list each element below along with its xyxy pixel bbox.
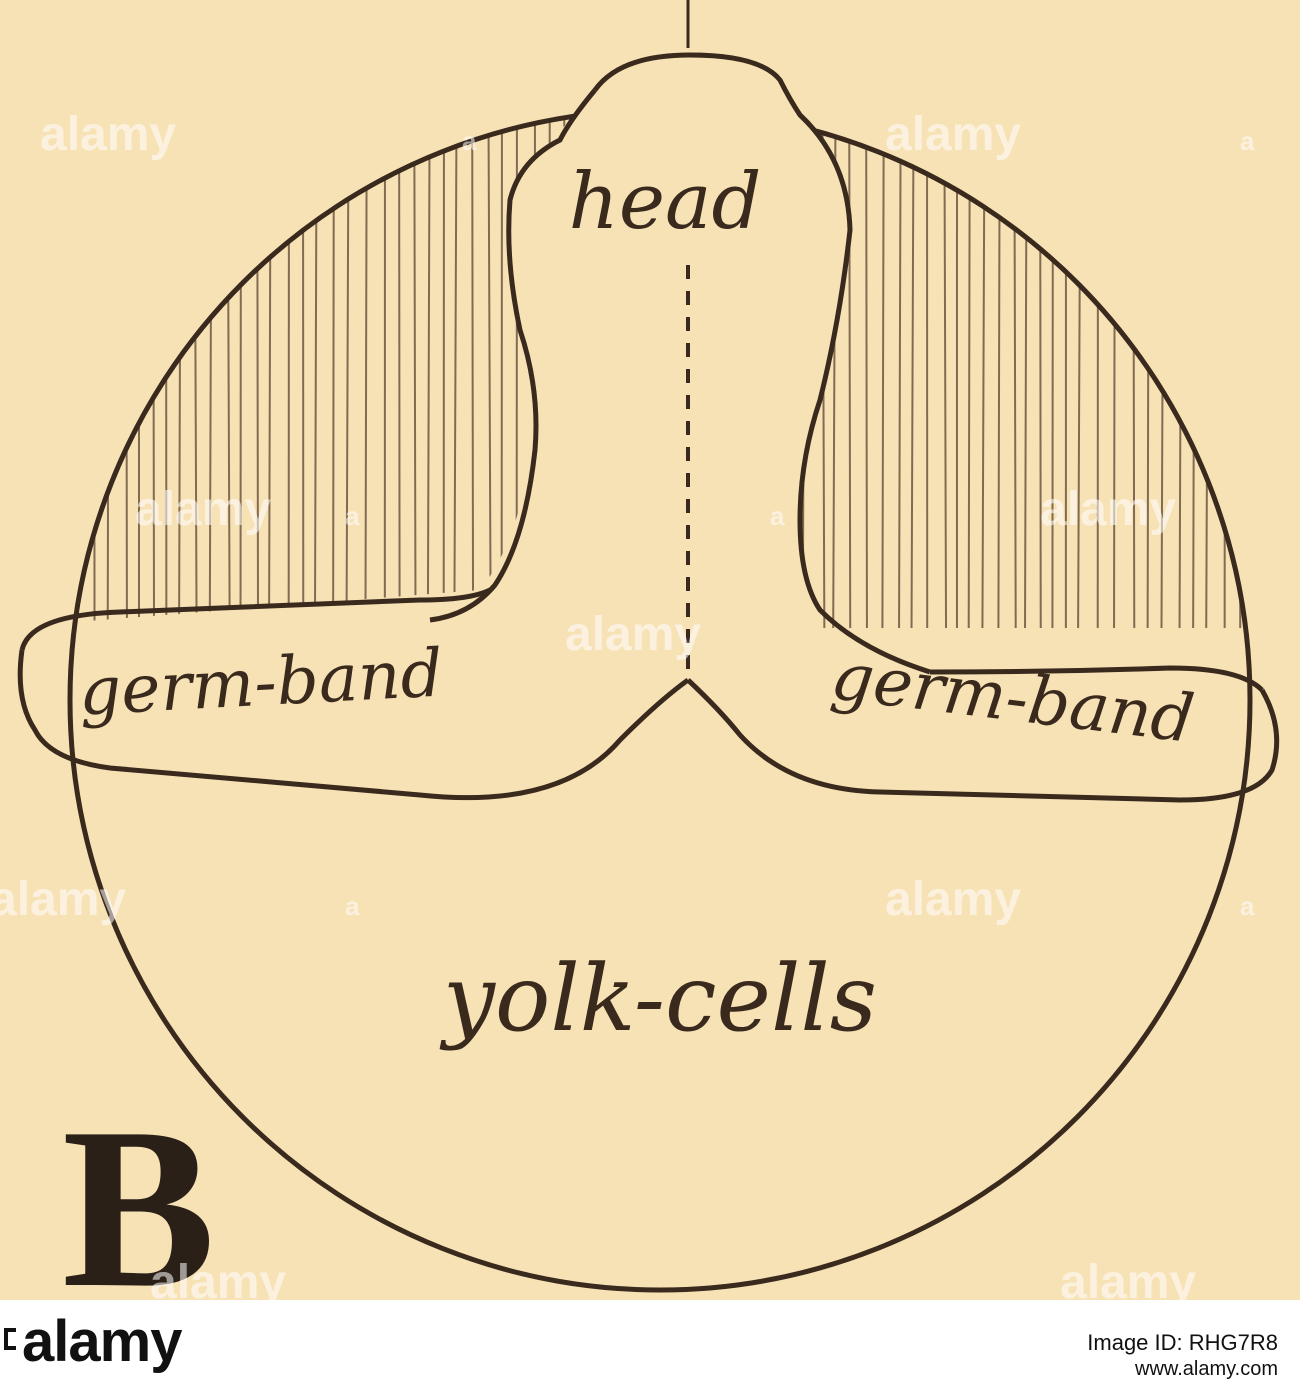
logo-icon (4, 1328, 16, 1350)
hatch-line (910, 110, 915, 628)
hatch-line (413, 110, 417, 628)
hatch-line (1013, 110, 1017, 628)
watermark-mark: a (462, 126, 477, 156)
hatch-line (152, 110, 156, 628)
hatch-line (93, 110, 96, 628)
watermark-text: alamy (885, 108, 1021, 161)
hatch-line (125, 110, 128, 628)
watermark-mark: a (1240, 891, 1255, 921)
watermark-mark: a (345, 501, 360, 531)
hatch-line (1192, 110, 1196, 628)
hatch-line (193, 110, 198, 628)
hatch-line (1077, 110, 1082, 628)
watermark-text: alamy (565, 608, 701, 661)
hatch-line (1271, 0, 1273, 640)
footer-url[interactable]: www.alamy.com (1135, 1358, 1278, 1380)
watermark-mark: a (1240, 126, 1255, 156)
watermark-layer: alamy alamy alamy alamy alamy alamy alam… (0, 108, 1255, 1300)
watermark-text: alamy (885, 873, 1021, 926)
germ-band-right-top (929, 665, 1264, 692)
germ-band-left-label: germ-band (77, 635, 445, 731)
image-id: Image ID: RHG7R8 (1087, 1330, 1278, 1355)
watermark-text: alamy (135, 483, 271, 536)
hatch-line (1205, 110, 1210, 628)
hatch-line (44, 0, 46, 640)
hatch-line (345, 110, 350, 628)
watermark-text: alamy (40, 108, 176, 161)
germ-band-left-top (19, 587, 492, 651)
footer-bar: alamy Image ID: RHG7R8 www.alamy.com (0, 1300, 1300, 1390)
hatch-line (997, 110, 1001, 628)
hatch-line (106, 110, 110, 628)
hatch-line (256, 110, 260, 628)
hatch-line (1051, 110, 1054, 628)
diagram-canvas: head germ-band germ-band yolk-cells B al… (0, 0, 1280, 1300)
hatch-line (487, 110, 492, 628)
hatch-line (943, 110, 948, 628)
hatch-line (1039, 110, 1042, 628)
hatch-line (426, 110, 431, 628)
hatch-line (178, 110, 182, 628)
germ-band-right-label: germ-band (827, 637, 1198, 758)
hatch-line (1178, 110, 1183, 628)
hatch-line (981, 110, 986, 628)
hatch-line (471, 110, 475, 628)
hatch-line (72, 110, 77, 628)
head-label: head (569, 157, 762, 247)
head-body-fill (508, 55, 850, 750)
watermark-mark: a (770, 501, 785, 531)
head-outline-right (592, 52, 931, 675)
germ-band-left-bottom (17, 649, 690, 801)
hatch-line (332, 110, 335, 628)
watermark-mark: a (345, 891, 360, 921)
hatch-line (848, 110, 852, 628)
hatch-line (881, 110, 885, 628)
hatch-line (1146, 110, 1150, 628)
watermark-text: alamy (1040, 483, 1176, 536)
hatch-line (226, 110, 231, 628)
hatch-line (1160, 110, 1165, 628)
embryo-diagram: head germ-band germ-band yolk-cells B al… (0, 0, 1300, 1300)
footer-logo[interactable]: alamy (22, 1309, 182, 1374)
hatch-line (1023, 110, 1028, 628)
hatch-line (453, 110, 458, 628)
head-outline-left (429, 88, 597, 623)
hatch-line (268, 110, 272, 628)
watermark-text: alamy (1060, 1256, 1196, 1300)
yolk-cells-label: yolk-cells (439, 945, 877, 1052)
hatch-line (364, 110, 368, 628)
hatch-line (1132, 110, 1136, 628)
watermark-text: alamy (0, 873, 126, 926)
hatch-line (313, 110, 318, 628)
hatch-line (967, 110, 971, 628)
hatch-line (398, 110, 401, 628)
germ-band-right-bottom (686, 678, 1280, 803)
watermark-text: alamy (150, 1256, 286, 1300)
hatch-line (865, 110, 868, 628)
hatch-line (898, 110, 902, 628)
plate-letter: B (62, 1080, 215, 1300)
